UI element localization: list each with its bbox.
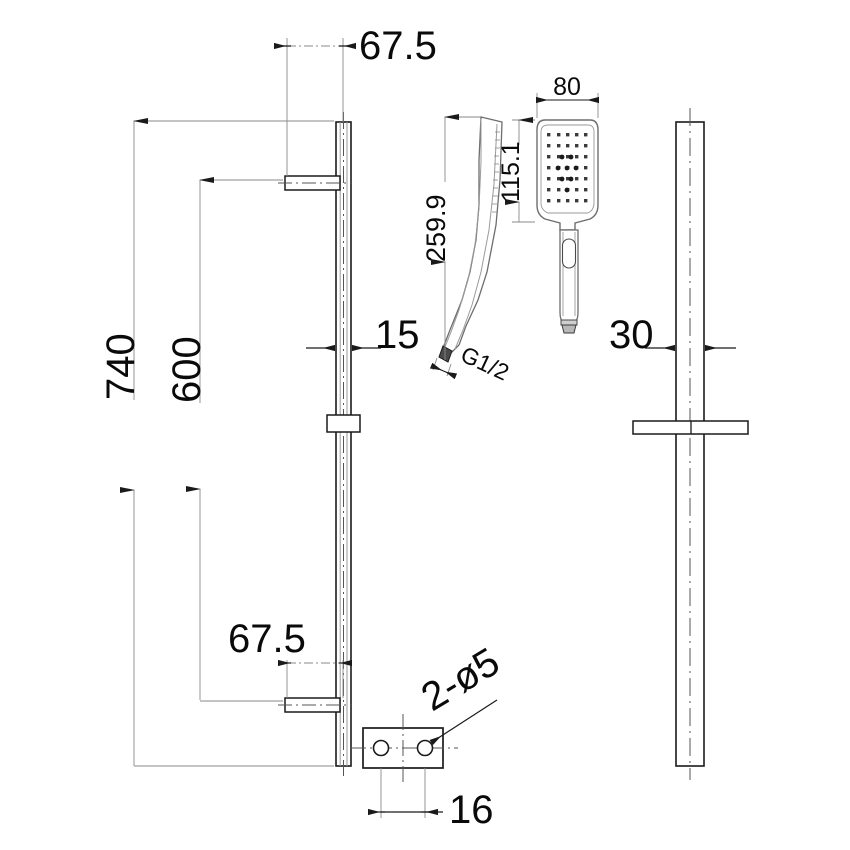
- dimension-600: 600: [165, 177, 283, 702]
- lower-wall-bracket: [278, 697, 352, 713]
- dimension-label-115-1: 115.1: [497, 141, 525, 202]
- dimension-740: 740: [99, 118, 334, 767]
- handset-knurl-hatching: [492, 131, 500, 213]
- dimension-label-67-5-bottom: 67.5: [228, 617, 306, 661]
- handset-front-view: 80 115.1: [497, 73, 599, 334]
- spray-centre-cluster: [555, 154, 579, 193]
- side-rail-view: 30: [609, 108, 749, 780]
- dimension-label-2-dia-5: 2-ø5: [414, 640, 507, 720]
- front-rail-view: 67.5 740 600 15: [99, 24, 437, 776]
- handset-mode-button: [561, 238, 577, 269]
- dimension-label-30: 30: [609, 313, 654, 357]
- dimension-label-740: 740: [99, 333, 143, 400]
- dimension-115-1: 115.1: [497, 117, 535, 223]
- slider-holder: [326, 414, 361, 433]
- dimension-label-15: 15: [375, 313, 420, 357]
- dimension-label-600: 600: [165, 336, 209, 403]
- rail-body: [335, 112, 352, 776]
- dimension-30: 30: [609, 313, 736, 357]
- dimension-67-5-bottom: 67.5: [228, 617, 352, 698]
- upper-wall-bracket: [278, 175, 352, 191]
- dimension-label-80: 80: [553, 73, 581, 101]
- mounting-hole-right: [416, 739, 434, 757]
- mounting-plate-view: 2-ø5 16: [350, 640, 507, 832]
- dimension-15: 15: [306, 313, 420, 357]
- dimension-label-g1-2: G1/2: [457, 341, 513, 386]
- mounting-hole-left: [372, 739, 390, 757]
- dimension-label-16: 16: [449, 788, 494, 832]
- dimension-16: 16: [368, 768, 494, 832]
- dimension-label-67-5-top: 67.5: [359, 24, 437, 68]
- dimension-label-259-9: 259.9: [421, 194, 451, 262]
- dimension-67-5-top: 67.5: [274, 24, 437, 176]
- hole-callout-leader: 2-ø5: [414, 640, 507, 746]
- dimension-259-9: 259.9: [421, 114, 481, 360]
- dimension-80: 80: [536, 73, 599, 118]
